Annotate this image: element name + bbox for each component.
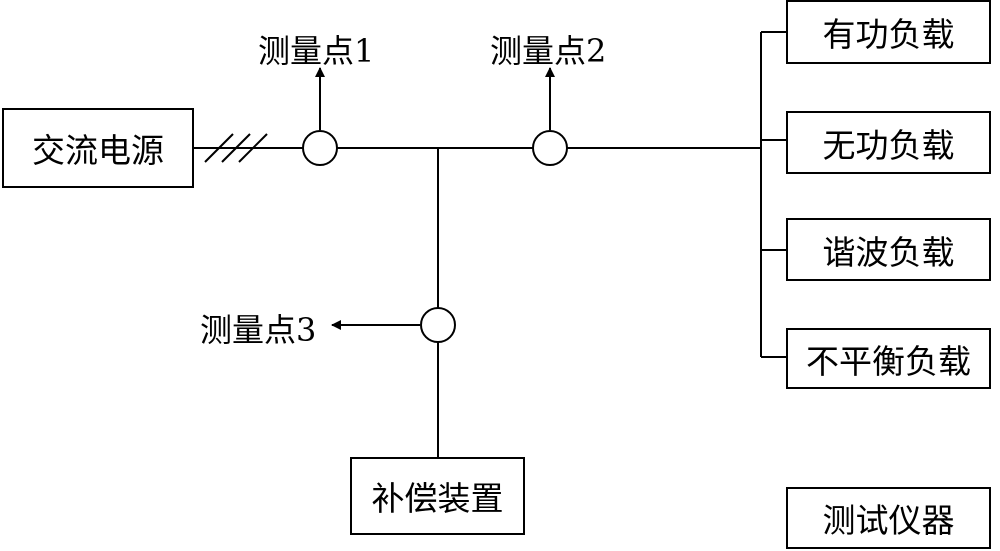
load-box-3: 谐波负载	[786, 218, 991, 281]
three-phase-mark	[204, 133, 268, 163]
sensor-circle-2	[532, 130, 568, 166]
compensator-box: 补偿装置	[350, 457, 525, 535]
sensor-circle-3	[420, 307, 456, 343]
instrument-box: 测试仪器	[786, 487, 991, 549]
sensor-circle-1	[302, 130, 338, 166]
load-box-1: 有功负载	[786, 0, 991, 64]
ac-source-box: 交流电源	[2, 108, 194, 188]
load-box-4: 不平衡负载	[786, 328, 991, 389]
measure-point-2-label: 测量点2	[490, 32, 607, 70]
measure-point-3-label: 测量点3	[200, 311, 317, 349]
load-box-2: 无功负载	[786, 111, 991, 174]
measure-point-1-label: 测量点1	[258, 32, 375, 70]
